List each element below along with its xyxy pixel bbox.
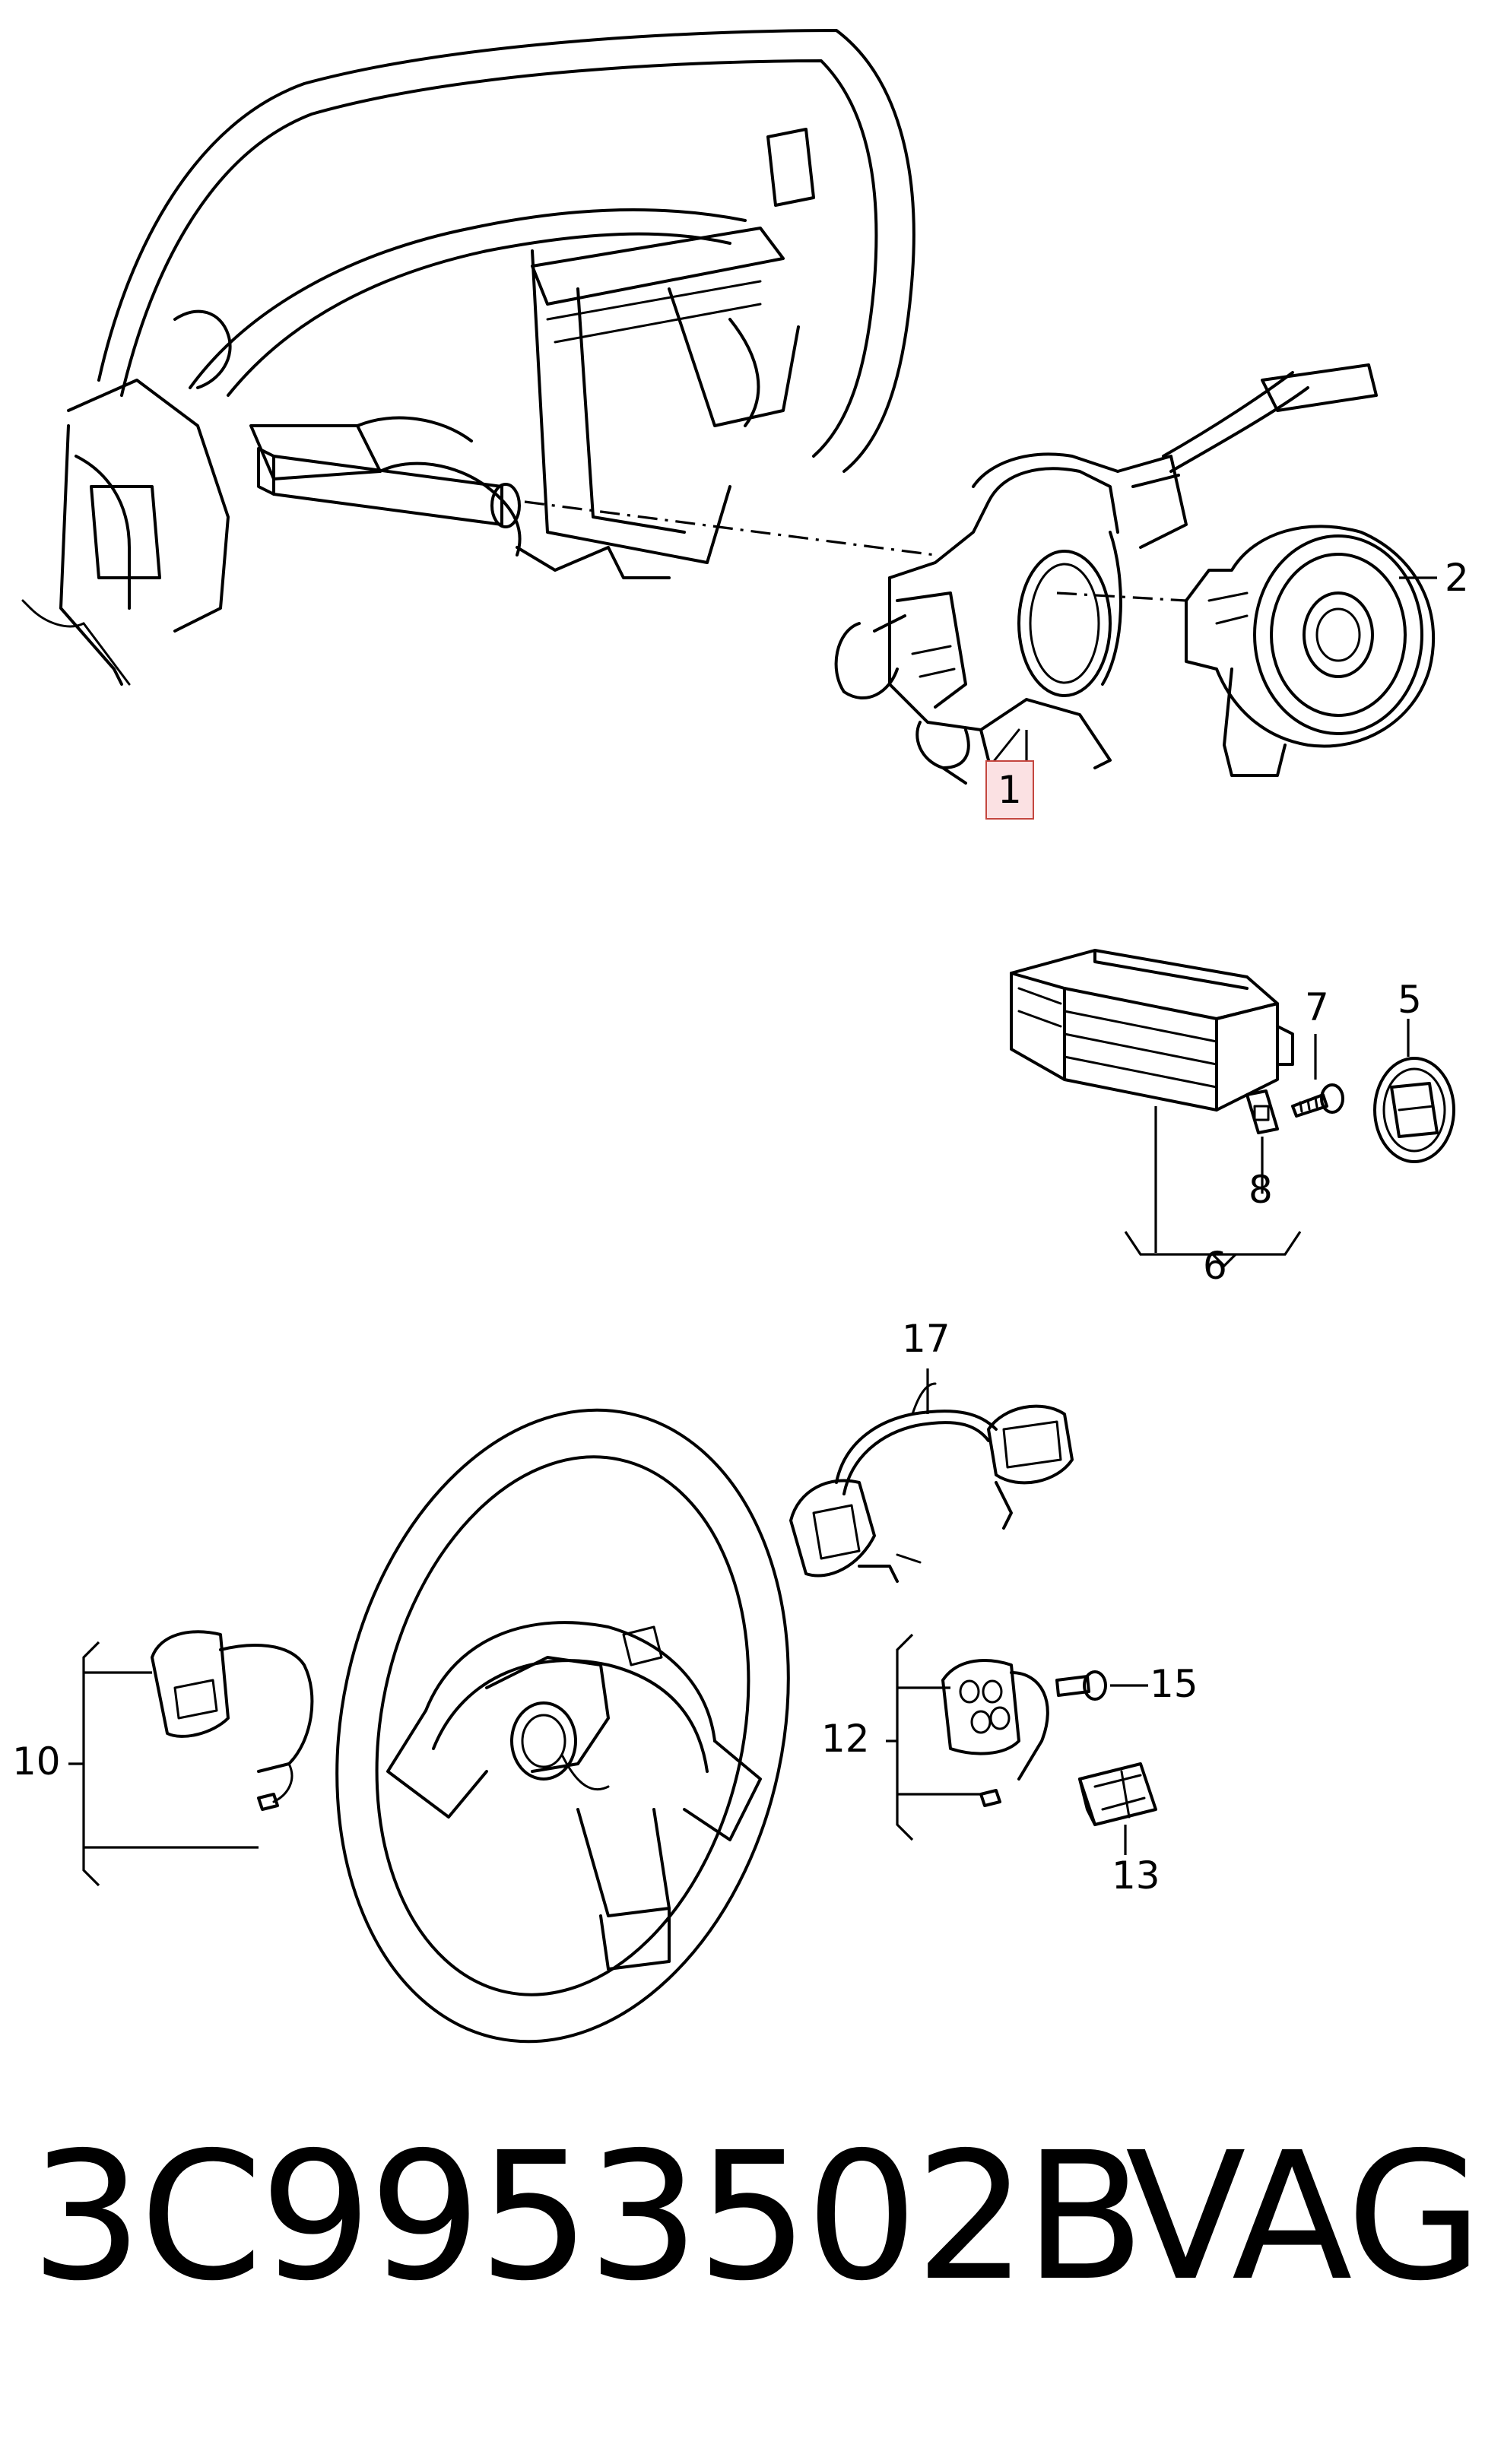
part-number: 3C9953502B (30, 2114, 1145, 2320)
bracket-10 (82, 1641, 100, 1887)
callout-2: 2 (1445, 556, 1469, 600)
callout-7: 7 (1305, 985, 1329, 1029)
nut-8 (1245, 1089, 1279, 1134)
callout-12: 12 (821, 1717, 870, 1761)
button-5 (1373, 1057, 1455, 1163)
clock-spring (1185, 525, 1436, 777)
callout-8: 8 (1249, 1168, 1273, 1212)
steering-wheel (335, 1408, 790, 2044)
callout-17: 17 (902, 1317, 950, 1361)
callout-13: 13 (1112, 1854, 1160, 1898)
callout-10: 10 (12, 1739, 61, 1784)
screw-7 (1291, 1083, 1344, 1118)
bracket-12 (896, 1633, 914, 1841)
alignment-line (524, 500, 936, 557)
multifunction-switch-17 (789, 1382, 1074, 1583)
button-module-12 (941, 1659, 1049, 1807)
screw-15 (1055, 1670, 1107, 1701)
callout-6: 6 (1203, 1244, 1227, 1288)
callout-1[interactable]: 1 (985, 760, 1034, 820)
control-unit (1010, 949, 1294, 1111)
switch-13 (1078, 1762, 1157, 1826)
dashboard-frame (21, 29, 915, 686)
callout-15: 15 (1150, 1662, 1198, 1706)
button-module-10 (151, 1630, 314, 1811)
callout-5: 5 (1398, 978, 1422, 1022)
brand-label: VAG (1125, 2114, 1483, 2320)
